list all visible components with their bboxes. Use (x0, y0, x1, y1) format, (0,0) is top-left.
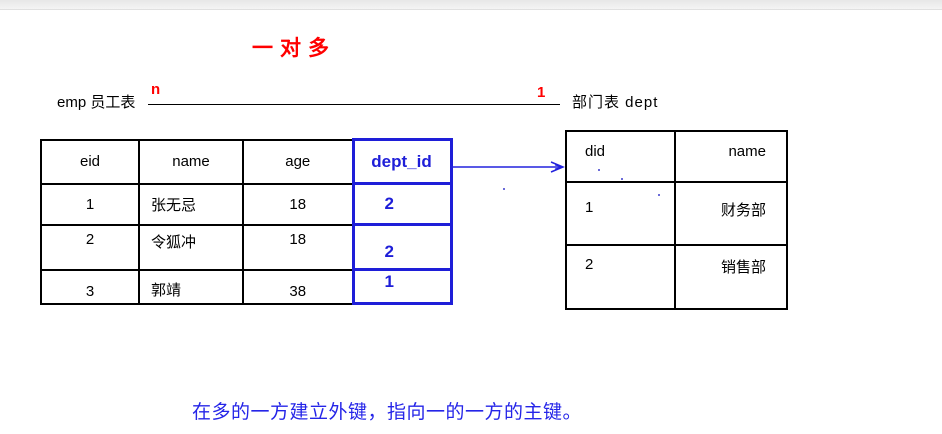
emp-header-eid: eid (40, 138, 140, 185)
dept-header-name: name (674, 130, 788, 183)
emp-table-row: 2 令狐冲 18 2 (40, 223, 453, 271)
emp-cell-name: 张无忌 (138, 182, 244, 226)
emp-table-label: emp 员工表 (57, 94, 136, 111)
artifact-dot (658, 194, 660, 196)
emp-cell-dept-id: 2 (351, 182, 453, 226)
dept-cell-did: 2 (565, 244, 676, 310)
emp-cell-age: 18 (242, 223, 354, 271)
relationship-line (148, 104, 560, 105)
emp-table-row: 1 张无忌 18 2 (40, 182, 453, 226)
emp-cell-name: 郭靖 (138, 268, 244, 305)
emp-cell-age: 38 (242, 268, 354, 305)
dept-header-did: did (565, 130, 676, 183)
explanation-note: 在多的一方建立外键，指向一的一方的主键。 (192, 402, 583, 423)
emp-table-row: 3 郭靖 38 1 (40, 268, 453, 305)
emp-cell-eid: 3 (40, 268, 140, 305)
dept-table-row: 1 财务部 (565, 181, 788, 246)
emp-header-age: age (242, 138, 354, 185)
dept-cell-did: 1 (565, 181, 676, 246)
emp-cell-eid: 2 (40, 223, 140, 271)
emp-cell-age: 18 (242, 182, 354, 226)
emp-cell-dept-id: 1 (351, 268, 453, 305)
dept-header-row: did name (565, 130, 788, 183)
diagram-title: 一对多 (252, 37, 336, 60)
dept-table-row: 2 销售部 (565, 244, 788, 310)
dept-table-label: 部门表 dept (572, 94, 659, 111)
emp-cell-name: 令狐冲 (138, 223, 244, 271)
cardinality-1-label: 1 (537, 84, 546, 101)
top-bar (0, 0, 942, 10)
foreign-key-arrow (451, 161, 565, 173)
emp-header-dept-id: dept_id (351, 138, 453, 185)
emp-table: eid name age dept_id 1 张无忌 18 2 2 令狐冲 18… (40, 138, 453, 305)
artifact-dot (621, 178, 623, 180)
emp-header-name: name (138, 138, 244, 185)
emp-header-row: eid name age dept_id (40, 138, 453, 185)
emp-cell-eid: 1 (40, 182, 140, 226)
dept-cell-name: 销售部 (674, 244, 788, 310)
dept-table: did name 1 财务部 2 销售部 (565, 130, 788, 310)
emp-cell-dept-id: 2 (351, 223, 453, 271)
cardinality-n-label: n (151, 81, 161, 98)
artifact-dot (598, 169, 600, 171)
dept-cell-name: 财务部 (674, 181, 788, 246)
artifact-dot (503, 188, 505, 190)
